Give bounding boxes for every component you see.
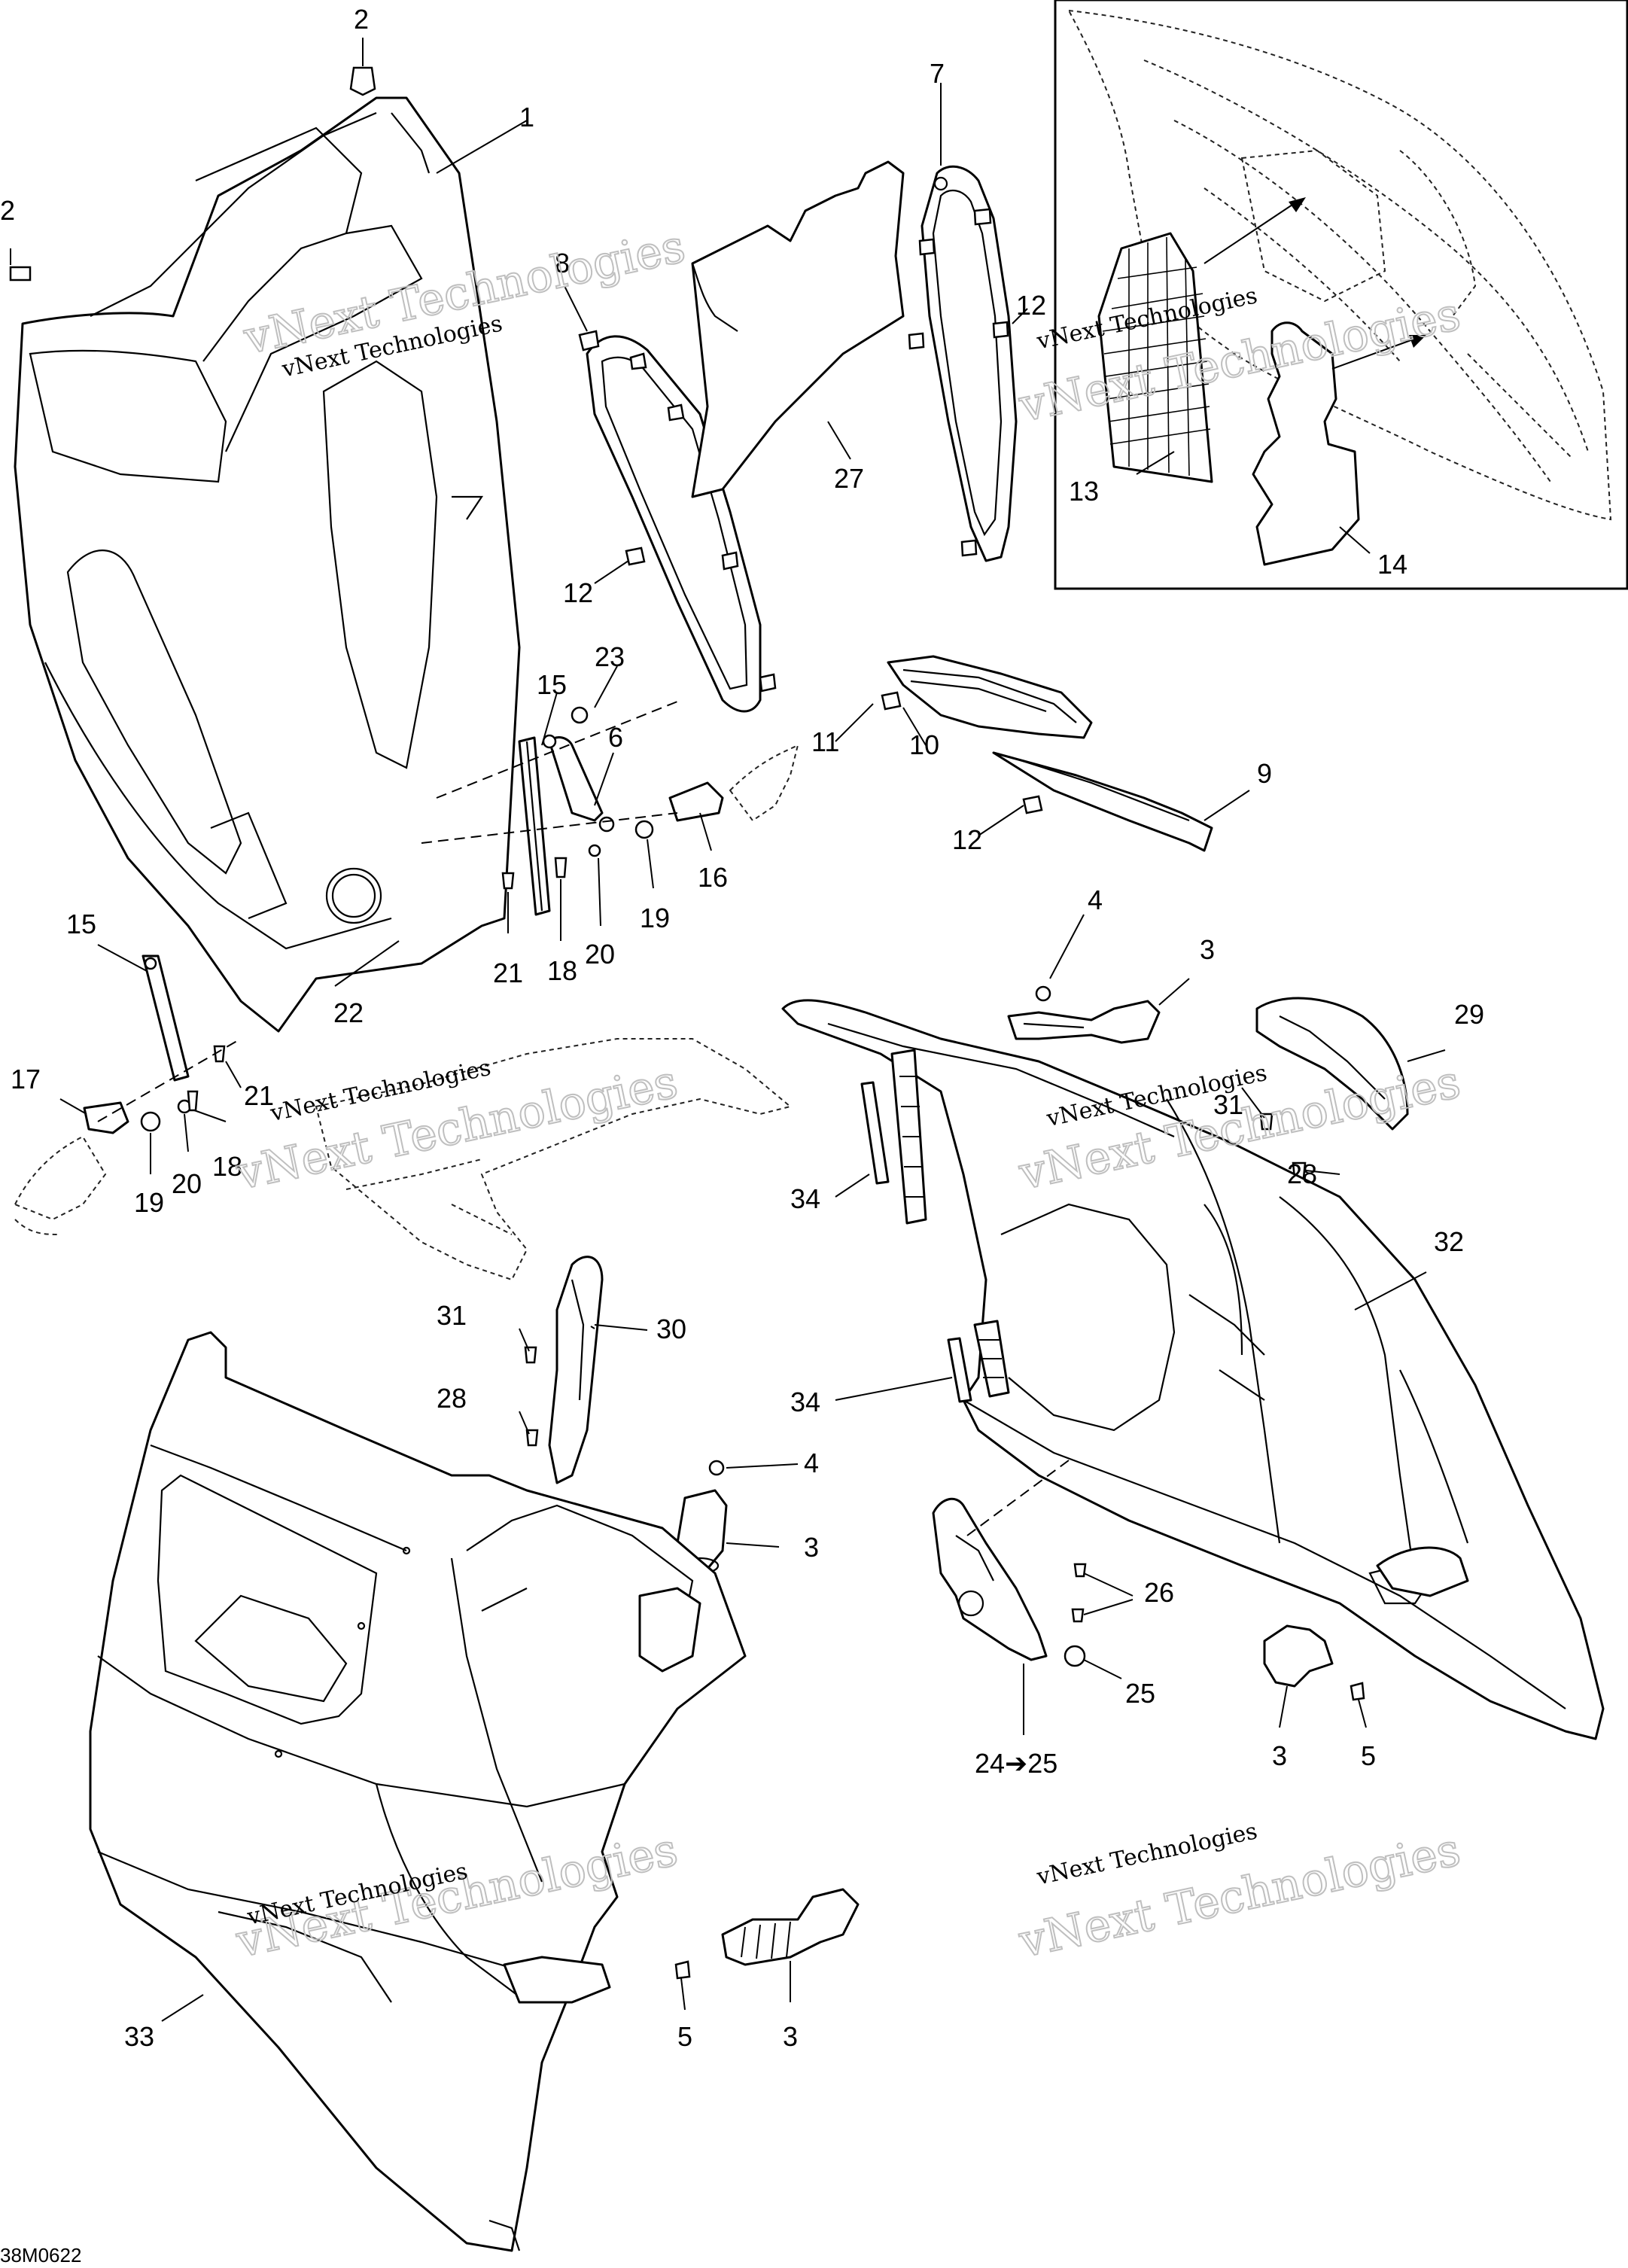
label-part-3c: 3 — [1272, 1740, 1287, 1771]
label-part-20a: 20 — [585, 939, 615, 970]
label-part-3b: 3 — [804, 1532, 819, 1563]
label-part-22: 22 — [333, 997, 364, 1028]
ghost-frame-middle — [315, 1038, 793, 1281]
label-part-17: 17 — [11, 1064, 41, 1094]
label-part-10: 10 — [909, 729, 939, 760]
part-29-trim — [1255, 997, 1409, 1131]
part-25-grommet — [1064, 1645, 1086, 1667]
label-part-6: 6 — [608, 722, 623, 753]
label-part-7: 7 — [930, 58, 945, 89]
part-13-mesh-panel — [1097, 232, 1213, 483]
part-34-strip-upper — [860, 1049, 927, 1225]
label-part-12c: 12 — [952, 824, 982, 855]
part-8-vent-frame — [578, 330, 762, 713]
label-part-33: 33 — [124, 2021, 154, 2052]
leader-lines — [59, 83, 1446, 2022]
part-3-handle-right — [1263, 1624, 1334, 1688]
part-12-clip-c — [1022, 795, 1043, 814]
label-part-30: 30 — [656, 1314, 686, 1344]
part-5-screw-bottom — [674, 1960, 691, 1980]
label-part-18a: 18 — [547, 955, 577, 986]
label-part-32: 32 — [1434, 1226, 1464, 1257]
label-part-13: 13 — [1069, 476, 1099, 507]
label-part-3d: 3 — [783, 2021, 798, 2052]
part-10-air-scoop — [887, 655, 1093, 739]
label-part-15b: 15 — [66, 909, 96, 939]
label-part-1: 1 — [519, 102, 534, 132]
label-part-15a: 15 — [537, 669, 567, 700]
part-11-clip — [881, 691, 902, 711]
part-14-foam-piece — [1252, 321, 1360, 566]
label-part-27: 27 — [834, 463, 864, 494]
part-12-clip-a — [625, 546, 646, 566]
label-part-25: 25 — [1125, 1678, 1155, 1709]
part-5-screw-right — [1350, 1682, 1365, 1701]
part-4-cap-upper — [1035, 985, 1051, 1002]
part-33-left-side-panel — [89, 1331, 747, 2252]
label-part-5a: 5 — [1361, 1740, 1376, 1771]
part-30-trim — [548, 1256, 604, 1484]
label-part-23: 23 — [595, 641, 625, 672]
label-part-29: 29 — [1454, 999, 1484, 1030]
label-part-19b: 19 — [134, 1187, 164, 1218]
label-part-20b: 20 — [172, 1168, 202, 1199]
label-part-16: 16 — [698, 862, 728, 893]
part-9-trim-strip — [992, 751, 1213, 852]
detail-inset — [1054, 0, 1628, 590]
label-part-34b: 34 — [790, 1387, 820, 1417]
label-part-4a: 4 — [1088, 884, 1103, 915]
label-part-2b: 2 — [0, 195, 15, 226]
label-part-19a: 19 — [640, 903, 670, 933]
label-part-4b: 4 — [804, 1448, 819, 1478]
label-part-3a: 3 — [1200, 934, 1215, 965]
part-34-strip-lower — [947, 1320, 1010, 1403]
label-part-21a: 21 — [493, 957, 523, 988]
label-part-31b: 31 — [437, 1300, 467, 1331]
label-part-26: 26 — [1144, 1577, 1174, 1608]
part-31-screw-lower — [524, 1346, 537, 1364]
label-part-18b: 18 — [212, 1151, 242, 1182]
part-2-clip-left — [9, 248, 32, 282]
part-24-bracket — [932, 1497, 1048, 1661]
label-part-34a: 34 — [790, 1183, 820, 1214]
label-part-12a: 12 — [1016, 290, 1046, 321]
part-7-vent-grille — [908, 165, 1018, 562]
label-part-11: 11 — [811, 726, 839, 757]
label-part-5b: 5 — [677, 2021, 692, 2052]
part-3-handle-bottom — [721, 1888, 860, 1966]
label-part-28b: 28 — [437, 1383, 467, 1414]
label-part-8: 8 — [555, 248, 570, 279]
callout-labels: 1 2 2 7 8 12 27 13 14 12 23 15 6 11 10 9… — [0, 4, 1484, 2052]
part-2-clip-top — [349, 38, 376, 96]
label-part-14: 14 — [1377, 549, 1407, 580]
label-part-21b: 21 — [244, 1080, 274, 1111]
part-28-screw-lower — [525, 1429, 539, 1447]
label-part-2a: 2 — [354, 4, 369, 35]
label-part-24: 24➔25 — [975, 1748, 1057, 1779]
part-4-cap-lower — [708, 1460, 725, 1476]
figure-code: 38M0622 — [0, 2244, 81, 2266]
part-3-handle-upper — [1007, 1000, 1161, 1044]
bracket-hardware-lower — [14, 954, 242, 1235]
label-part-31a: 31 — [1213, 1089, 1243, 1120]
bracket-hardware-upper — [421, 699, 724, 916]
part-26-screw-a — [1073, 1563, 1087, 1578]
part-26-screw-b — [1071, 1608, 1085, 1623]
part-27-foam-panel — [691, 160, 905, 498]
label-part-12b: 12 — [563, 577, 593, 608]
label-part-28a: 28 — [1287, 1158, 1317, 1189]
part-1-hood-panel — [14, 96, 521, 1033]
label-part-9: 9 — [1257, 758, 1272, 789]
